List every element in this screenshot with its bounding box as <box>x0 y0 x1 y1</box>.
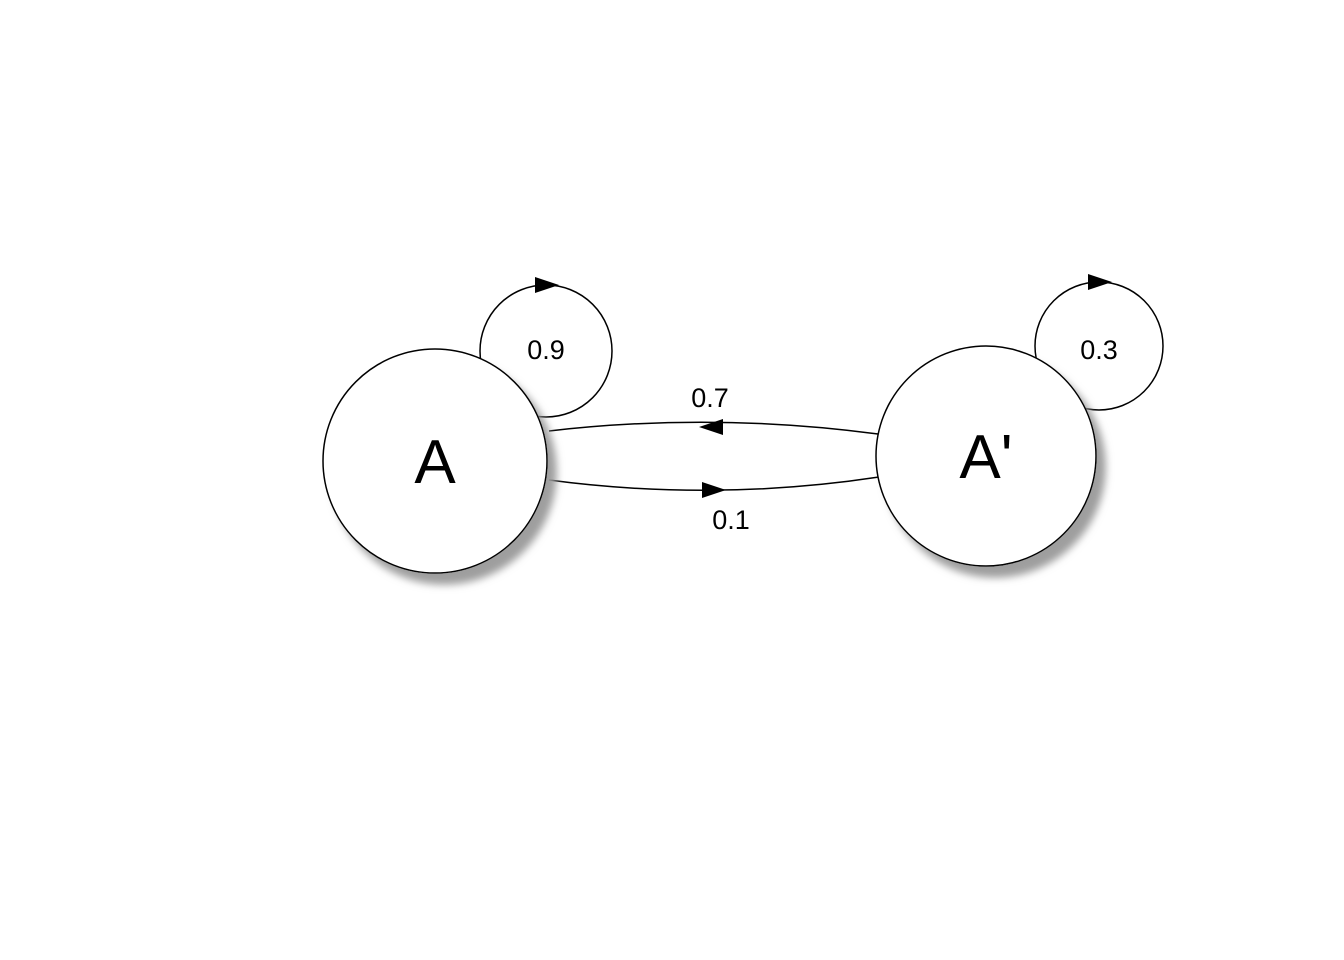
self-loop-a-arrowhead-icon <box>535 277 559 293</box>
self-loop-a-prime-probability-label: 0.3 <box>1080 335 1118 365</box>
state-a-label: A <box>414 428 456 497</box>
state-a-node: A <box>322 348 548 574</box>
state-a-circle <box>322 348 548 574</box>
self-loop-a-probability-label: 0.9 <box>527 335 565 365</box>
arrowhead-a-to-a-prime-icon <box>702 482 726 498</box>
arrowhead-a-prime-to-a-icon <box>699 419 723 435</box>
self-loop-a-prime-arrowhead-icon <box>1088 274 1112 290</box>
state-a-prime-label: A' <box>959 423 1012 492</box>
transition-a-prime-to-a-probability-label: 0.7 <box>691 383 729 413</box>
state-a-prime-circle <box>875 345 1097 567</box>
state-a-prime-node: A' <box>875 345 1097 567</box>
transition-a-to-a-prime-probability-label: 0.1 <box>712 505 750 535</box>
